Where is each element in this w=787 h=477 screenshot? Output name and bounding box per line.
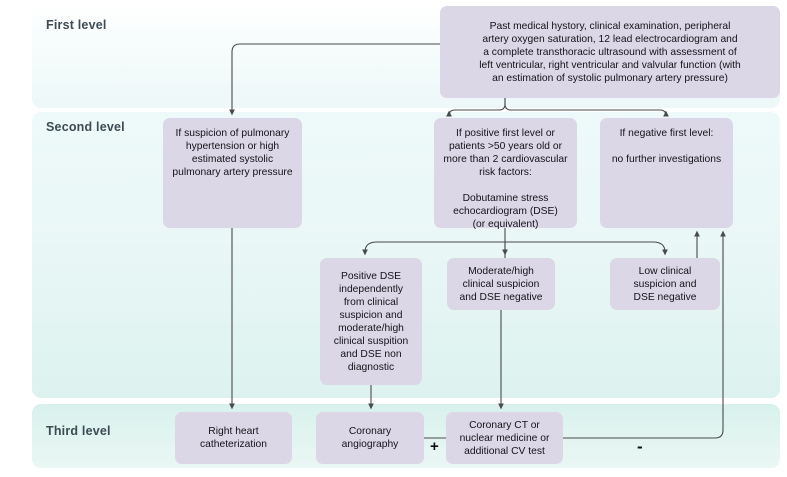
node-pulmonary-hypertension[interactable]: If suspicion of pulmonary hypertension o… bbox=[163, 118, 302, 228]
node-right-heart-catheterization-text: Right heart catheterization bbox=[200, 426, 267, 450]
node-first-level-assessment[interactable]: Past medical hystory, clinical examinati… bbox=[440, 6, 780, 98]
edge-label-positive: + bbox=[430, 438, 439, 455]
node-dse-indication-text: If positive first level or patients >50 … bbox=[443, 128, 568, 230]
node-coronary-ct-text: Coronary CT or nuclear medicine or addit… bbox=[459, 419, 550, 457]
node-negative-first-level-text: If negative first level: no further inve… bbox=[611, 128, 722, 165]
edge-label-negative: - bbox=[637, 437, 643, 456]
node-coronary-angiography[interactable]: Coronary angiography bbox=[316, 412, 424, 464]
band-label-third-level: Third level bbox=[46, 424, 111, 438]
node-moderate-high-dse-negative-text: Moderate/high clinical suspicion and DSE… bbox=[459, 265, 543, 303]
band-label-first-level: First level bbox=[46, 18, 107, 32]
node-dse-indication[interactable]: If positive first level or patients >50 … bbox=[434, 118, 577, 230]
node-low-clinical-dse-negative[interactable]: Low clinical suspicion and DSE negative bbox=[610, 258, 720, 310]
node-coronary-angiography-text: Coronary angiography bbox=[341, 426, 399, 450]
node-right-heart-catheterization[interactable]: Right heart catheterization bbox=[175, 412, 292, 464]
node-positive-dse[interactable]: Positive DSE independently from clinical… bbox=[320, 258, 422, 385]
node-negative-first-level[interactable]: If negative first level: no further inve… bbox=[600, 118, 733, 228]
node-first-level-assessment-text: Past medical hystory, clinical examinati… bbox=[479, 20, 741, 84]
node-pulmonary-hypertension-text: If suspicion of pulmonary hypertension o… bbox=[172, 128, 293, 178]
node-positive-dse-text: Positive DSE independently from clinical… bbox=[333, 270, 409, 373]
node-moderate-high-dse-negative[interactable]: Moderate/high clinical suspicion and DSE… bbox=[447, 258, 555, 310]
node-coronary-ct[interactable]: Coronary CT or nuclear medicine or addit… bbox=[446, 412, 563, 464]
band-label-second-level: Second level bbox=[46, 120, 125, 134]
node-low-clinical-dse-negative-text: Low clinical suspicion and DSE negative bbox=[633, 265, 697, 303]
